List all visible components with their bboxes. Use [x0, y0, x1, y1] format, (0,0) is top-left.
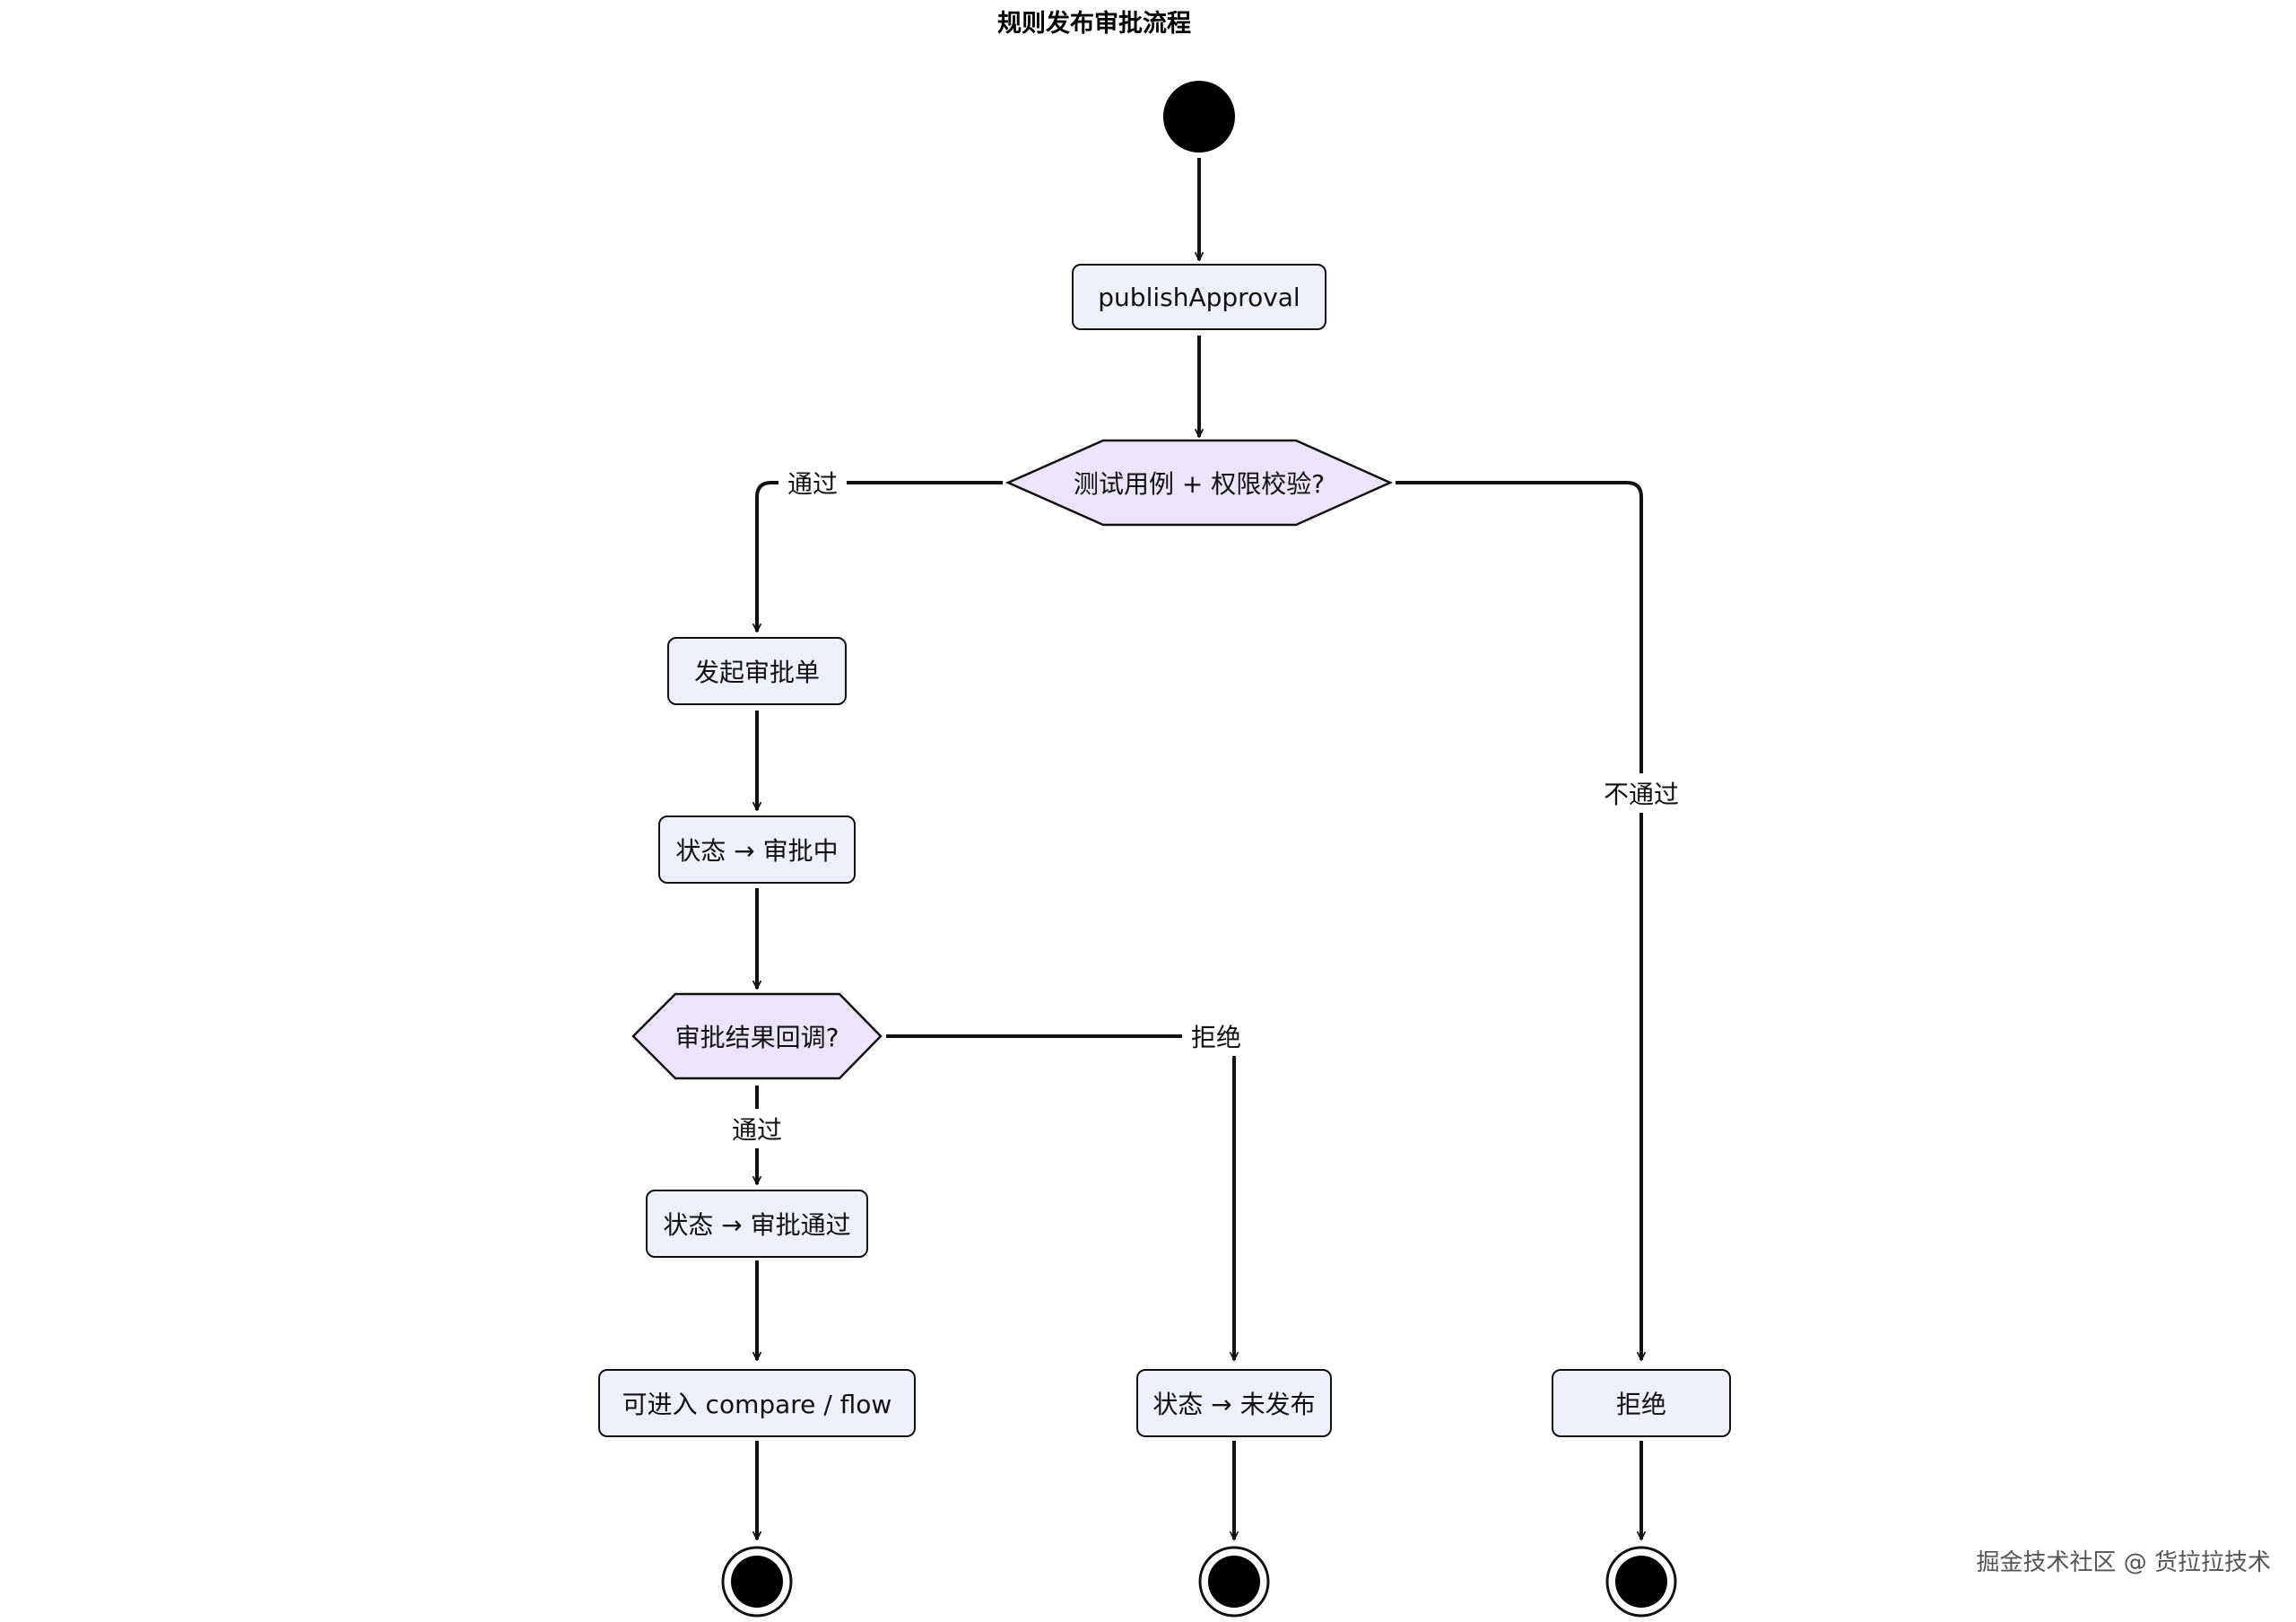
end-node-rejected: [1605, 1546, 1677, 1618]
edge-label-check-fail: 不通过: [1594, 773, 1689, 813]
edge-check-fail: [1396, 481, 1641, 1360]
end-node-approved: [721, 1546, 793, 1618]
edge-label-check-pass: 通过: [778, 463, 848, 502]
callback-decision-label: 审批结果回调?: [674, 1023, 839, 1052]
node-publish-approval: publishApproval: [1072, 264, 1326, 330]
node-enter-compare-flow: 可进入 compare / flow: [598, 1369, 916, 1437]
edge-label-callback-reject: 拒绝: [1181, 1016, 1251, 1056]
start-node: [1163, 81, 1235, 153]
callback-decision-shape: [631, 992, 883, 1080]
node-status-approving: 状态 → 审批中: [658, 815, 856, 884]
edge-check-pass: [757, 481, 1003, 632]
node-status-unpublished: 状态 → 未发布: [1136, 1369, 1332, 1437]
check-decision-shape: [1004, 439, 1394, 527]
node-start-approval: 发起审批单: [667, 637, 847, 705]
check-decision-label: 测试用例 + 权限校验?: [1073, 469, 1326, 499]
diagram-title: 规则发布审批流程: [997, 10, 1191, 38]
node-status-approved: 状态 → 审批通过: [646, 1190, 868, 1258]
watermark: 掘金技术社区 @ 货拉拉技术: [1976, 1549, 2271, 1576]
edge-label-callback-pass: 通过: [722, 1109, 792, 1148]
node-reject: 拒绝: [1552, 1369, 1731, 1437]
end-node-unpublished: [1198, 1546, 1270, 1618]
edge-callback-reject: [886, 1034, 1234, 1360]
